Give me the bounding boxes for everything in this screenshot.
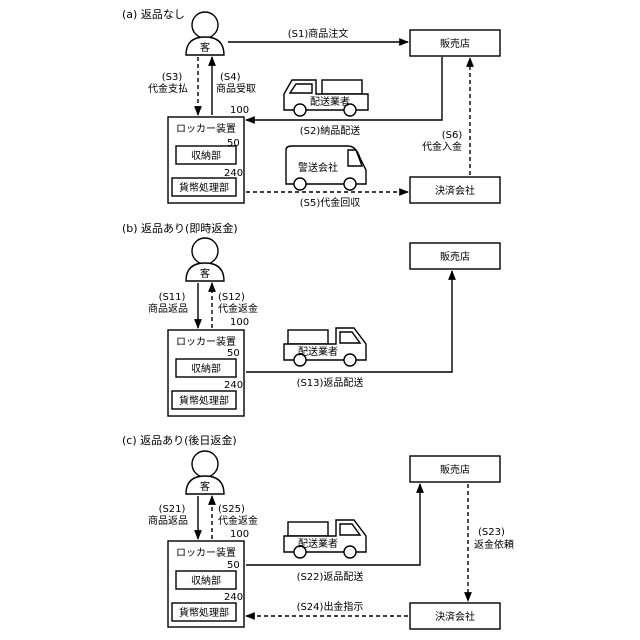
s12-label-1: (S12) bbox=[218, 292, 245, 303]
svg-text:配送業者: 配送業者 bbox=[298, 537, 338, 550]
svg-text:客: 客 bbox=[200, 267, 210, 280]
locker-ref-c: 100 bbox=[230, 529, 249, 540]
delivery-truck-icon-c: 配送業者 bbox=[284, 520, 366, 558]
s25-label-2: 代金返金 bbox=[218, 514, 258, 527]
customer-b: 客 bbox=[186, 238, 224, 281]
storage-label-b: 収納部 bbox=[191, 362, 221, 375]
s13-label: (S13)返品配送 bbox=[297, 376, 364, 389]
locker-label-b: ロッカー装置 bbox=[176, 335, 236, 348]
delivery-truck-icon-b: 配送業者 bbox=[284, 328, 366, 366]
locker-label-a: ロッカー装置 bbox=[176, 122, 236, 135]
svg-text:客: 客 bbox=[200, 480, 210, 493]
storage-label-a: 収納部 bbox=[191, 149, 221, 162]
svg-text:警送会社: 警送会社 bbox=[298, 161, 338, 174]
money-ref-b: 240 bbox=[224, 380, 243, 391]
store-label-c: 販売店 bbox=[440, 463, 470, 476]
money-label-b: 貨幣処理部 bbox=[179, 394, 229, 407]
money-label-c: 貨幣処理部 bbox=[179, 606, 229, 619]
storage-ref-b: 50 bbox=[227, 348, 240, 359]
settlement-label-c: 決済会社 bbox=[435, 610, 475, 623]
panel-b: (b) 返品あり(即時返金) 客 販売店 ロッカー装置 100 収納部 50 貨… bbox=[122, 221, 500, 416]
storage-ref-a: 50 bbox=[227, 138, 240, 149]
settlement-label-a: 決済会社 bbox=[435, 184, 475, 197]
s23-label-2: 返金依頼 bbox=[474, 538, 514, 551]
s21-label-2: 商品返品 bbox=[148, 514, 188, 527]
s6-label-1: (S6) bbox=[442, 130, 463, 141]
s3-label-2: 代金支払 bbox=[148, 82, 188, 95]
s12-label-2: 代金返金 bbox=[218, 302, 258, 315]
storage-label-c: 収納部 bbox=[191, 574, 221, 587]
delivery-truck-icon-a: 配送業者 bbox=[284, 80, 368, 116]
svg-text:配送業者: 配送業者 bbox=[298, 345, 338, 358]
money-label-a: 貨幣処理部 bbox=[179, 181, 229, 194]
s11-label-2: 商品返品 bbox=[148, 302, 188, 315]
svg-text:客: 客 bbox=[200, 41, 210, 54]
store-label-b: 販売店 bbox=[440, 250, 470, 263]
return-delivery-arrow-c bbox=[246, 484, 420, 565]
s25-label-1: (S25) bbox=[218, 504, 245, 515]
customer-a: 客 bbox=[186, 12, 224, 55]
s4-label-2: 商品受取 bbox=[216, 82, 256, 95]
money-ref-c: 240 bbox=[224, 592, 243, 603]
panel-c: (c) 返品あり(後日返金) 客 販売店 ロッカー装置 100 収納部 50 貨… bbox=[122, 433, 514, 629]
locker-label-c: ロッカー装置 bbox=[176, 546, 236, 559]
customer-c: 客 bbox=[186, 451, 224, 494]
s21-label-1: (S21) bbox=[159, 504, 186, 515]
s24-label: (S24)出金指示 bbox=[297, 600, 364, 613]
s1-label: (S1)商品注文 bbox=[288, 27, 349, 40]
s3-label-1: (S3) bbox=[162, 72, 183, 83]
locker-ref-a: 100 bbox=[230, 105, 249, 116]
panel-b-caption: (b) 返品あり(即時返金) bbox=[122, 221, 238, 235]
store-label-a: 販売店 bbox=[440, 37, 470, 50]
panel-c-caption: (c) 返品あり(後日返金) bbox=[122, 433, 237, 447]
s6-label-2: 代金入金 bbox=[422, 140, 462, 153]
panel-a-caption: (a) 返品なし bbox=[122, 8, 185, 21]
security-van-icon-a: 警送会社 bbox=[286, 146, 366, 190]
s23-label-1: (S23) bbox=[478, 527, 505, 538]
storage-ref-c: 50 bbox=[227, 560, 240, 571]
s4-label-1: (S4) bbox=[220, 72, 241, 83]
svg-text:配送業者: 配送業者 bbox=[310, 95, 350, 108]
panel-a: (a) 返品なし 客 販売店 ロッカー装置 100 収納部 50 貨幣処理部 2… bbox=[122, 8, 500, 209]
s2-label: (S2)納品配送 bbox=[300, 124, 361, 137]
money-ref-a: 240 bbox=[224, 168, 243, 179]
s11-label-1: (S11) bbox=[159, 292, 186, 303]
locker-ref-b: 100 bbox=[230, 317, 249, 328]
s5-label: (S5)代金回収 bbox=[300, 196, 361, 209]
s22-label: (S22)返品配送 bbox=[297, 570, 364, 583]
